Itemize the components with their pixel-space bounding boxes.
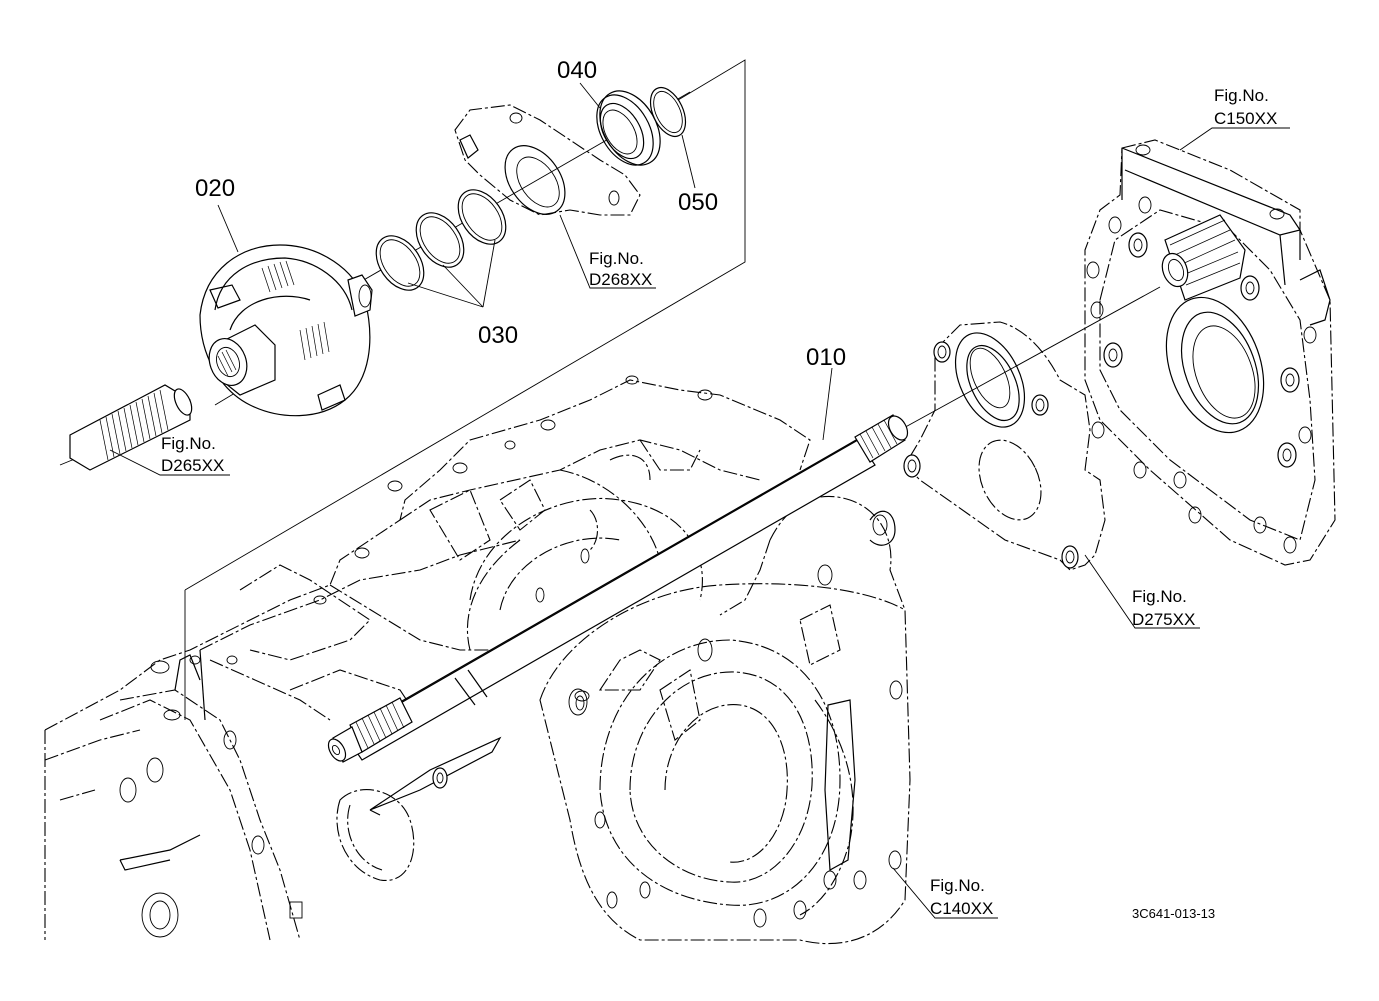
- svg-text:Fig.No.: Fig.No.: [1132, 587, 1187, 606]
- part-050-snap-ring: [649, 86, 687, 138]
- fig-ref-d265xx[interactable]: Fig.No. D265XX: [161, 434, 224, 475]
- part-010-shaft: [327, 414, 909, 763]
- part-030-seal-rings: [375, 189, 507, 291]
- pinion-gear: [1161, 214, 1246, 301]
- svg-text:C140XX: C140XX: [930, 899, 993, 918]
- fig-ref-c150xx[interactable]: Fig.No. C150XX: [1214, 86, 1277, 128]
- leader-lines: [109, 82, 1290, 919]
- fig-ref-c140xx[interactable]: Fig.No. C140XX: [930, 876, 993, 918]
- rear-cover-c150xx: [1084, 139, 1336, 566]
- bracket-d268xx: [454, 104, 641, 216]
- svg-text:Fig.No.: Fig.No.: [1214, 86, 1269, 105]
- document-code: 3C641-013-13: [1132, 906, 1215, 921]
- housing-c140xx: [336, 495, 911, 945]
- part-label-010: 010: [806, 344, 846, 371]
- svg-text:D265XX: D265XX: [161, 456, 224, 475]
- part-label-040: 040: [557, 57, 597, 84]
- figure-reference-labels: Fig.No. D268XX Fig.No. D265XX Fig.No. C1…: [161, 86, 1277, 918]
- part-label-050: 050: [678, 189, 718, 216]
- svg-text:Fig.No.: Fig.No.: [930, 876, 985, 895]
- transmission-case: [44, 375, 811, 941]
- explode-frame-lines: [184, 59, 746, 720]
- svg-text:Fig.No.: Fig.No.: [161, 434, 216, 453]
- svg-text:Fig.No.: Fig.No.: [589, 249, 644, 268]
- part-label-030: 030: [478, 322, 518, 349]
- part-label-020: 020: [195, 175, 235, 202]
- cover-plate-d275xx: [903, 321, 1106, 571]
- input-shaft-d265xx: [69, 384, 193, 471]
- fig-ref-d268xx[interactable]: Fig.No. D268XX: [589, 249, 652, 289]
- svg-text:C150XX: C150XX: [1214, 109, 1277, 128]
- svg-text:D268XX: D268XX: [589, 270, 652, 289]
- part-020-clutch-pack: [199, 244, 373, 417]
- fig-ref-d275xx[interactable]: Fig.No. D275XX: [1132, 587, 1195, 629]
- svg-text:D275XX: D275XX: [1132, 610, 1195, 629]
- part-labels: 040 050 020 030 010: [195, 57, 846, 371]
